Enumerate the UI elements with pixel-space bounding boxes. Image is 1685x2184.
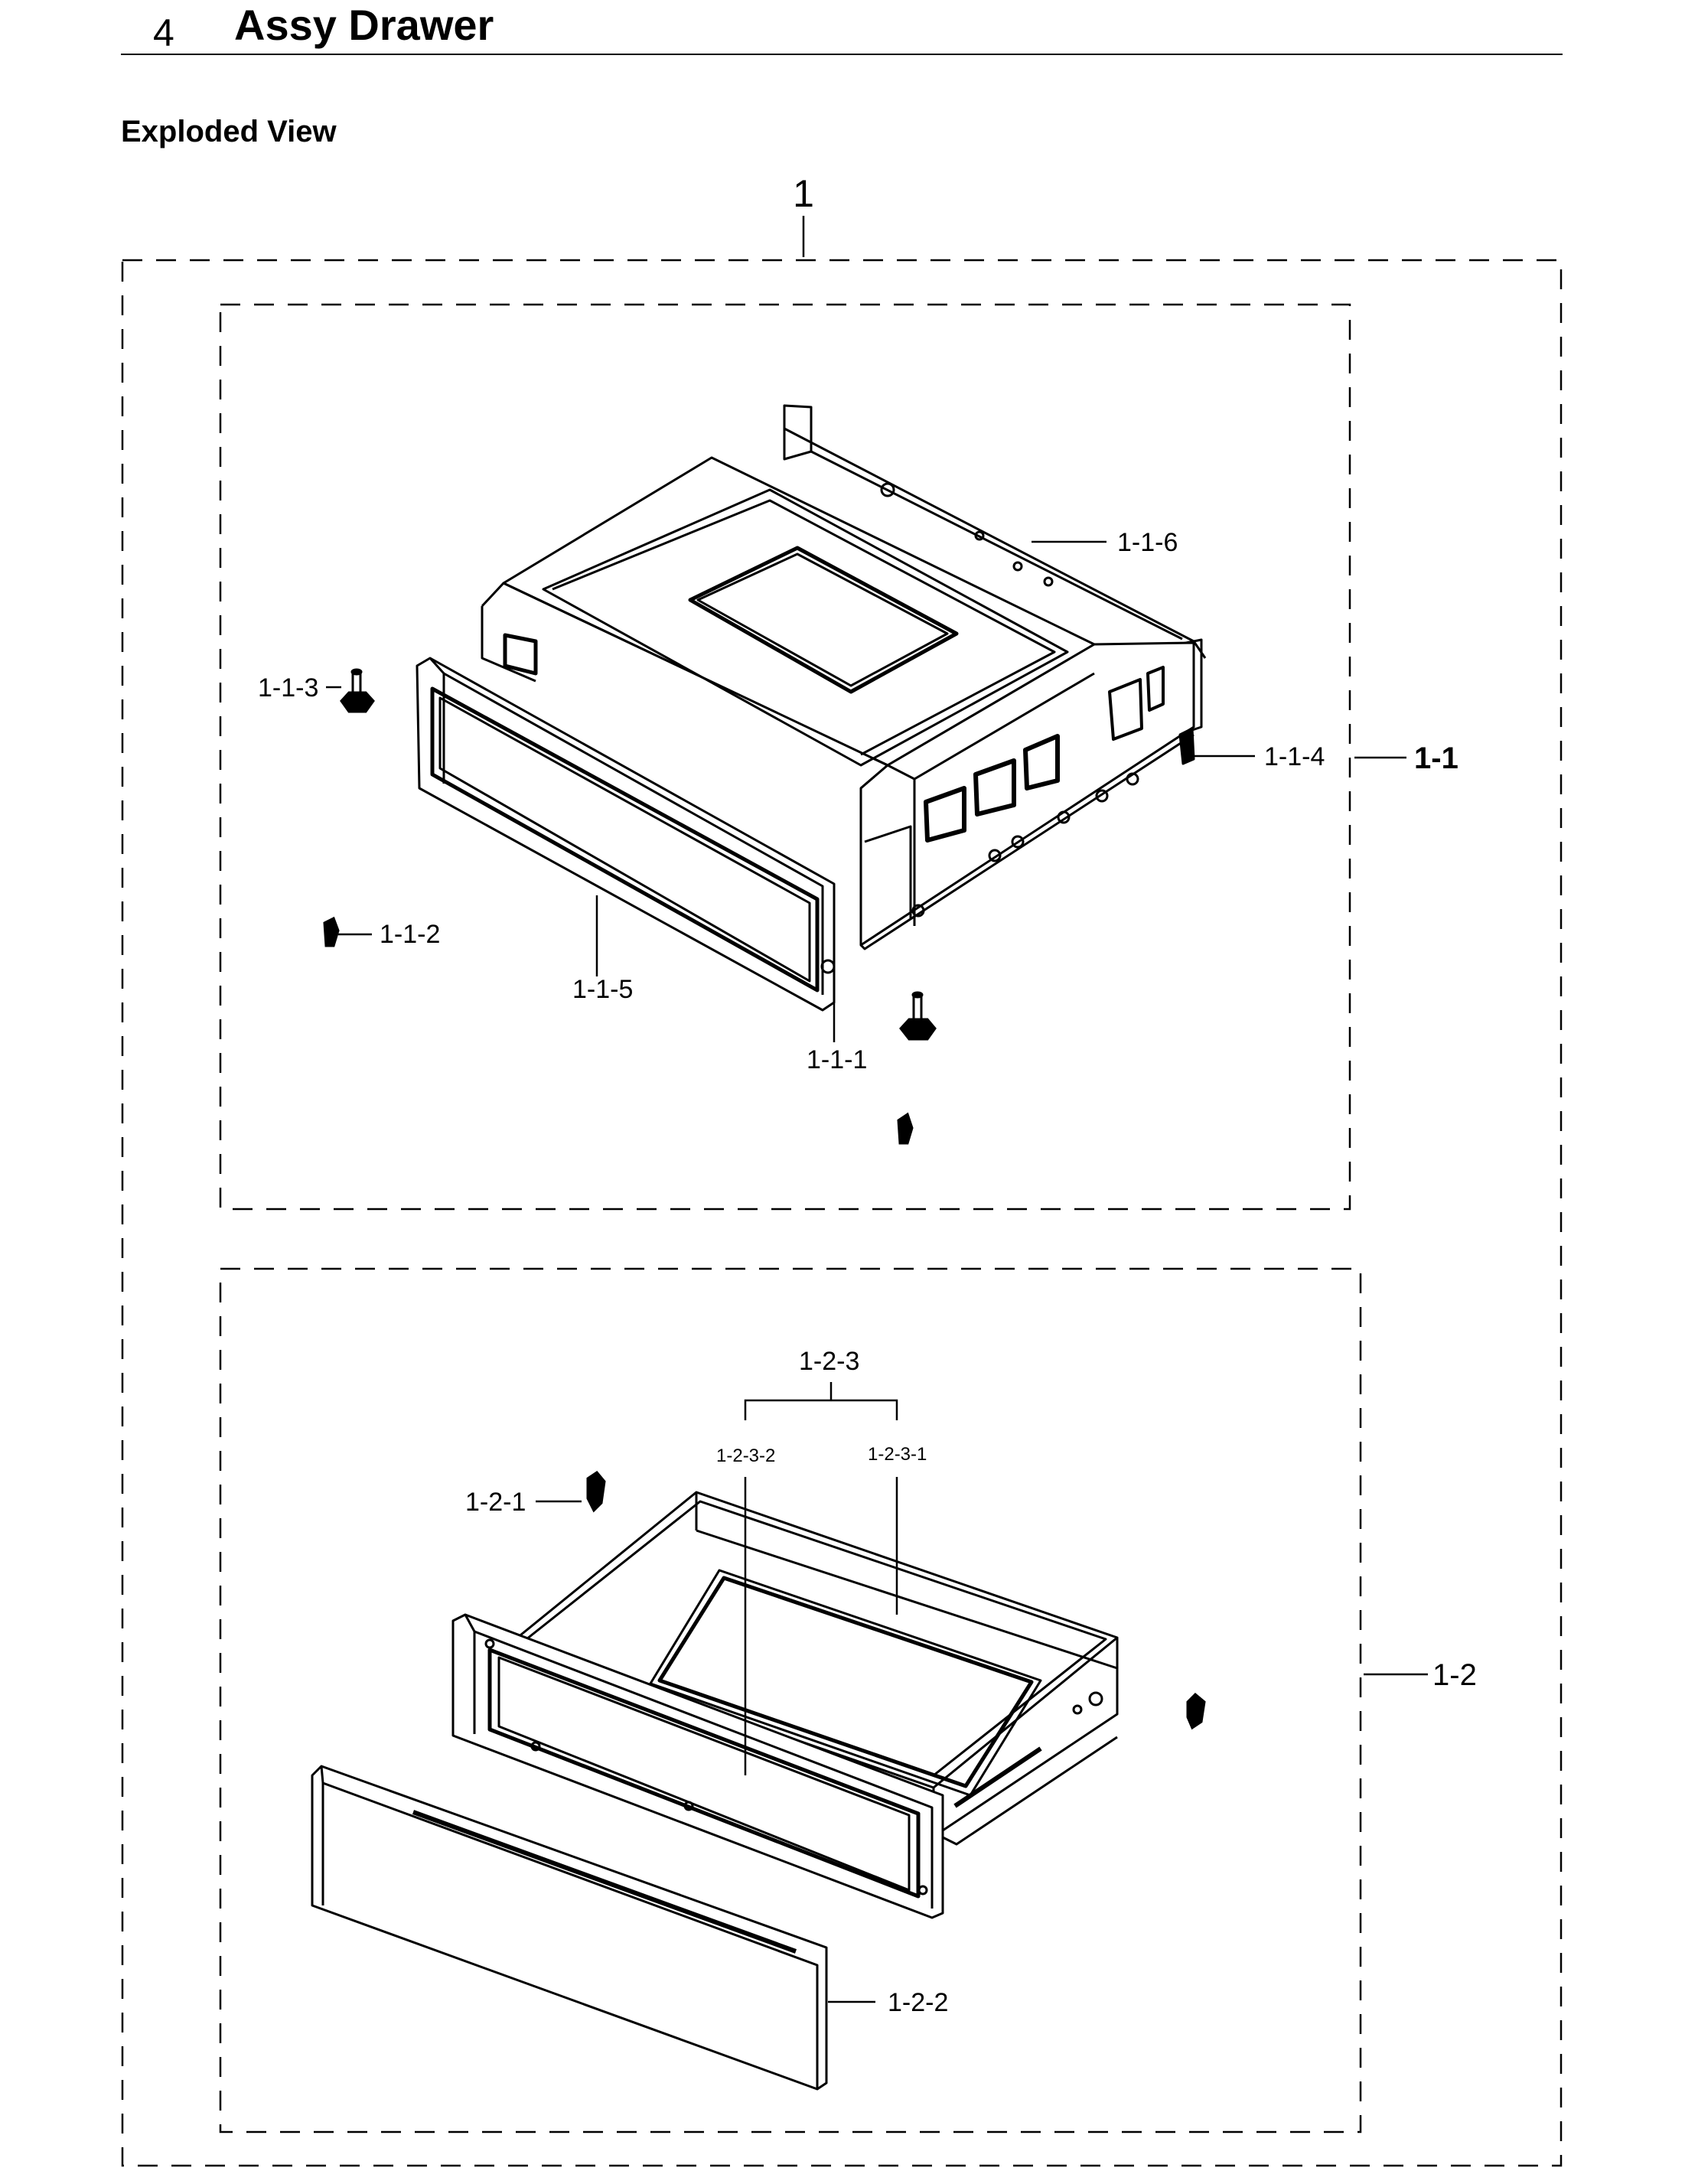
section-number: 4 bbox=[153, 11, 174, 54]
leveling-leg-1-1-3 bbox=[340, 668, 375, 713]
label-1-2-2: 1-2-2 bbox=[888, 1988, 948, 2017]
assembly-1-box bbox=[121, 259, 1563, 2167]
drawer-inner-front-drawing bbox=[451, 1613, 944, 1919]
label-1-1-2: 1-1-2 bbox=[380, 920, 440, 949]
drawer-tub-drawing bbox=[511, 1491, 1119, 1846]
clip-right bbox=[1186, 1692, 1206, 1730]
label-1-1-6: 1-1-6 bbox=[1117, 528, 1178, 557]
label-1-2: 1-2 bbox=[1432, 1658, 1477, 1692]
clip-1-1-2 bbox=[323, 916, 340, 947]
label-1-1-4: 1-1-4 bbox=[1264, 742, 1325, 771]
label-1-2-1: 1-2-1 bbox=[465, 1488, 526, 1517]
group-1-2-leaders bbox=[536, 1382, 898, 2003]
label-1-1-3: 1-1-3 bbox=[258, 673, 318, 702]
subheading: Exploded View bbox=[121, 115, 337, 148]
drawer-housing-drawing bbox=[481, 404, 1207, 950]
group-1-2-box bbox=[219, 1267, 1362, 2133]
header-rule bbox=[121, 54, 1563, 55]
label-1-2-3-1: 1-2-3-1 bbox=[868, 1444, 927, 1465]
label-1-2-3: 1-2-3 bbox=[799, 1347, 859, 1376]
label-1-2-3-2: 1-2-3-2 bbox=[716, 1446, 775, 1466]
section-title: Assy Drawer bbox=[234, 1, 494, 49]
label-1-1-1: 1-1-1 bbox=[807, 1045, 867, 1074]
label-1-1: 1-1 bbox=[1414, 742, 1458, 775]
leveling-leg-front bbox=[899, 991, 937, 1041]
label-1: 1 bbox=[793, 172, 814, 215]
group-1-1-box bbox=[219, 303, 1351, 1211]
label-1-1-5: 1-1-5 bbox=[572, 975, 633, 1004]
clip-1-2-1 bbox=[586, 1471, 606, 1513]
clip-bottom-center bbox=[897, 1112, 914, 1145]
front-frame-drawing bbox=[416, 657, 836, 1012]
drawer-front-panel-1-2-2 bbox=[311, 1765, 828, 2091]
group-1-1-leaders bbox=[326, 540, 1255, 1042]
